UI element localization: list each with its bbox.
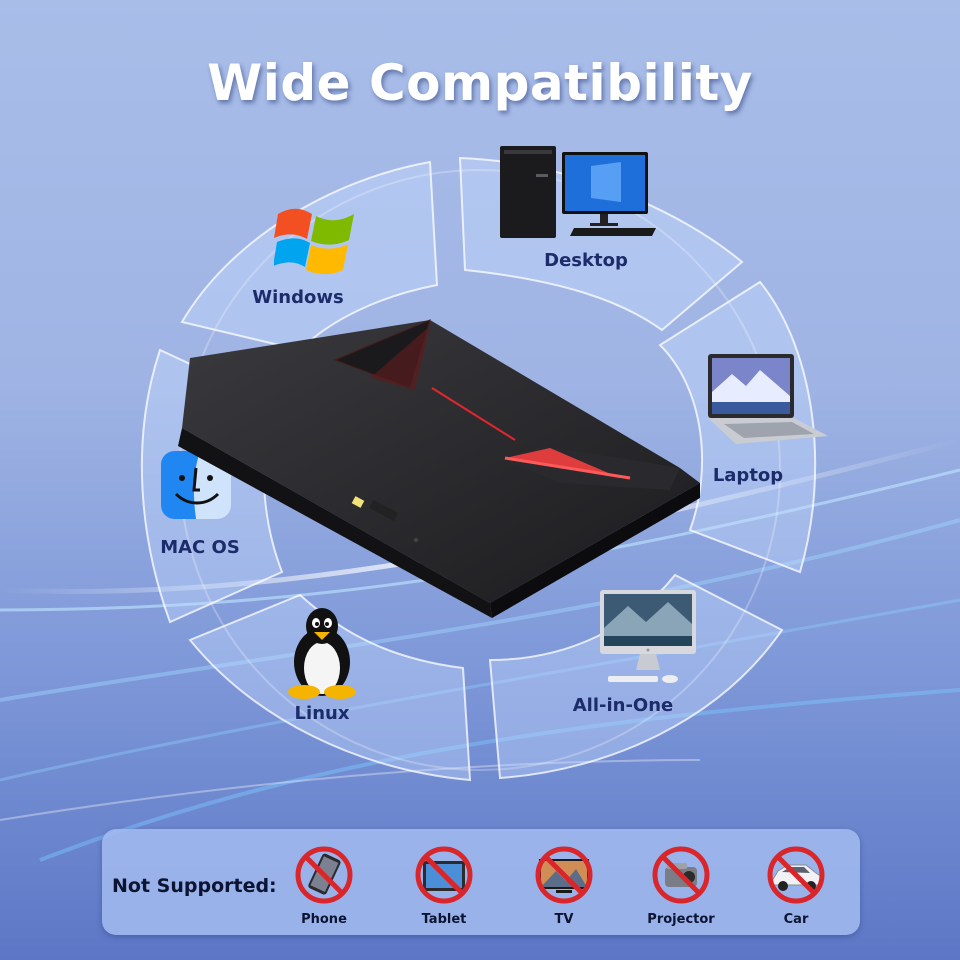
segment-label-laptop: Laptop: [712, 465, 784, 486]
windows-logo-icon: [274, 208, 354, 275]
mac-finder-icon: [161, 451, 231, 519]
not-supported-label-car: Car: [783, 912, 809, 927]
segment-label-all-in-one: All-in-One: [572, 695, 674, 716]
projector-icon: [652, 846, 710, 904]
phone-icon: [295, 846, 353, 904]
segment-label-desktop: Desktop: [544, 250, 628, 271]
tv-icon: [535, 846, 593, 904]
segment-label-linux: Linux: [294, 703, 350, 724]
not-supported-item-tv: TV: [519, 845, 609, 931]
not-supported-item-tablet: Tablet: [399, 845, 489, 931]
not-supported-item-projector: Projector: [636, 845, 726, 931]
page-title: Wide Compatibility: [207, 54, 753, 112]
not-supported-item-car: Car: [751, 845, 841, 931]
desktop-pc-icon: [500, 146, 656, 238]
not-supported-label-phone: Phone: [301, 912, 347, 927]
external-optical-drive-image: [178, 319, 700, 618]
car-icon: [767, 846, 825, 904]
segment-label-macos: MAC OS: [160, 537, 240, 558]
not-supported-item-phone: Phone: [279, 845, 369, 931]
tablet-icon: [415, 846, 473, 904]
not-supported-label-projector: Projector: [647, 912, 715, 927]
not-supported-label-tablet: Tablet: [421, 912, 467, 927]
segment-label-windows: Windows: [252, 287, 344, 308]
all-in-one-pc-icon: [600, 590, 696, 683]
laptop-icon: [708, 354, 828, 444]
not-supported-label: Not Supported:: [112, 875, 277, 897]
not-supported-panel: Not Supported: Phone Tablet TV: [102, 829, 860, 935]
linux-penguin-icon: [288, 608, 356, 699]
not-supported-label-tv: TV: [554, 912, 574, 927]
